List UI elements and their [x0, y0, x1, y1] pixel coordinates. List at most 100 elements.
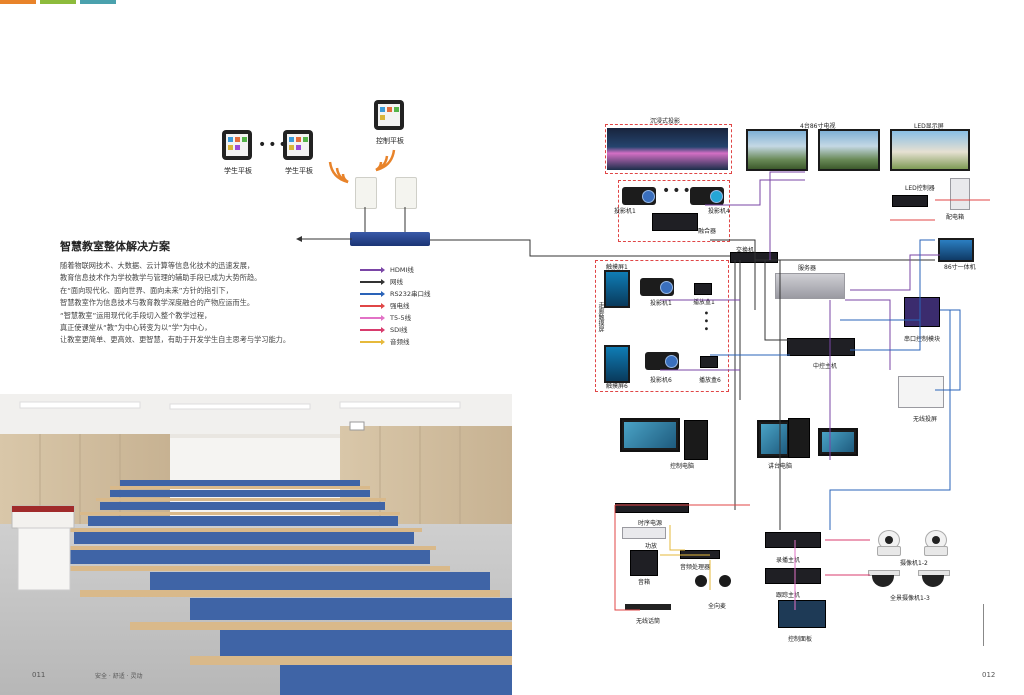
camera-2-image	[921, 530, 949, 556]
tv-1-image	[746, 129, 808, 171]
student-tablet-2-image	[283, 130, 313, 160]
student-tablet-2-label: 学生平板	[285, 167, 313, 175]
panorama-cam-label: 全景摄像机1-3	[890, 595, 930, 602]
control-pc-monitor	[620, 418, 680, 452]
projector-group	[618, 180, 730, 242]
central-host-image	[787, 338, 855, 356]
projector-1-image	[622, 187, 656, 205]
server-image	[775, 273, 845, 299]
article-title: 智慧教室整体解决方案	[60, 240, 170, 253]
projector-4-image	[690, 187, 724, 205]
control-panel-image	[778, 600, 826, 628]
serial-module-label: 串口控制模块	[904, 336, 941, 343]
legend-row-t5: T5-5线	[360, 312, 480, 322]
speaker-label: 音箱	[638, 579, 651, 586]
fusion-image	[652, 213, 698, 231]
control-tablet-image	[374, 100, 404, 130]
wireless-ap-1-image	[355, 177, 377, 209]
touch-screen-6-image	[604, 345, 630, 383]
wireless-ap-2-image	[395, 177, 417, 209]
power-box-label: 配电箱	[946, 214, 965, 221]
wireless-mic-label: 无线话筒	[636, 618, 661, 625]
legend-row-power: 强电线	[360, 300, 480, 310]
touch-screen-6-label: 触摸屏6	[606, 383, 628, 390]
touch-screen-1-image	[604, 270, 630, 308]
central-host-label: 中控主机	[813, 363, 838, 370]
left-page-number: 011	[32, 671, 46, 679]
wireless-cast-image	[898, 376, 944, 408]
player-box-1-image	[694, 283, 712, 295]
serial-module-image	[904, 297, 940, 327]
amplifier-label: 功放	[645, 543, 658, 550]
article-paragraph: 真正使课堂从“教”为中心转变为以“学”为中心，	[60, 323, 212, 333]
led-controller-label: LED控制器	[905, 185, 935, 192]
header-stripe-orange	[0, 0, 36, 4]
audio-processor-label: 音频处理器	[680, 564, 711, 571]
wifi-waves-right-icon	[375, 149, 396, 172]
led-screen-label: LED显示屏	[914, 123, 944, 130]
switch-image	[730, 252, 778, 263]
lecture-pc-monitor	[757, 420, 791, 458]
projector-4-label: 投影机4	[708, 208, 730, 215]
poe-router-image	[350, 232, 430, 246]
touch-screen-1-label: 触摸屏1	[606, 264, 628, 271]
camera-1-image	[874, 530, 902, 556]
omni-mic-image-2	[719, 575, 731, 587]
timing-power-label: 时序电源	[638, 520, 663, 527]
player-box-1-label: 播放盒1	[693, 299, 715, 306]
article-paragraph: 随着物联网技术、大数据、云计算等信息化技术的迅速发展，	[60, 261, 255, 270]
article-paragraph: “智慧教室”运用现代化手段切入整个教学过程，	[60, 310, 212, 320]
tracking-host-image	[765, 568, 821, 584]
router-to-switch-link	[430, 239, 740, 257]
tracking-host-label: 跟踪主机	[776, 592, 801, 599]
projector-a-label: 投影机1	[650, 300, 672, 307]
led-screen-image	[890, 129, 970, 171]
omni-mic-label: 全向麦	[708, 603, 727, 610]
panorama-cam-2-image	[918, 570, 950, 588]
power-box-image	[950, 178, 970, 210]
projector-ellipsis: •••	[662, 183, 693, 199]
recording-host-label: 录播主机	[776, 557, 801, 564]
amplifier-image	[622, 527, 666, 539]
projector-b-image	[645, 352, 679, 370]
player-box-6-image	[700, 356, 718, 368]
legend-row-network: 网线	[360, 276, 480, 286]
header-stripe-teal	[80, 0, 116, 4]
touch-ellipsis: •••	[700, 310, 711, 334]
projection-wall-label: 沉浸式投影	[650, 118, 681, 125]
network-connections	[614, 171, 990, 611]
camera-label: 摄像机1-2	[900, 560, 928, 567]
ap-cables	[364, 207, 406, 233]
article-paragraph: 让教室更简单、更高效、更智慧，有助于开发学生自主思考与学习能力。	[60, 335, 291, 345]
omni-mic-image	[695, 575, 707, 587]
student-tablet-1-image	[222, 130, 252, 160]
legend-row-sdi: SDI线	[360, 324, 480, 334]
projector-b-label: 投影机6	[650, 377, 672, 384]
tablet-ellipsis: •••	[258, 137, 289, 153]
wireless-cast-label: 无线投屏	[913, 416, 938, 423]
one-machine-label: 86寸一体机	[944, 264, 976, 271]
right-page-number: 012	[982, 671, 996, 679]
classroom-photo	[0, 394, 512, 695]
right-chapter-mark	[983, 604, 998, 646]
one-machine-image	[938, 238, 974, 262]
header-stripe-green	[40, 0, 76, 4]
student-tablet-1-label: 学生平板	[224, 167, 252, 175]
player-box-6-label: 播放盒6	[699, 377, 721, 384]
legend-row-rs232: RS232串口线	[360, 288, 480, 298]
lecture-pc-monitor-2	[818, 428, 858, 456]
article-body: 随着物联网技术、大数据、云计算等信息化技术的迅速发展， 教育信息技术作为学校教学…	[60, 260, 310, 347]
touch-screen-group	[595, 260, 729, 392]
led-controller-image	[892, 195, 928, 207]
panorama-cam-1-image	[868, 570, 900, 588]
projector-1-label: 投影机1	[614, 208, 636, 215]
left-footer-slogan: 安全 · 舒适 · 灵动	[95, 673, 143, 680]
article-paragraph: 智慧教室作为信息技术与教育教学深度融合的产物应运而生。	[60, 298, 255, 308]
lecture-pc-tower	[788, 418, 810, 458]
fusion-label: 融合器	[698, 228, 717, 235]
article-paragraph: 教育信息技术作为学校教学与管理的辅助手段已成为大势所趋。	[60, 273, 262, 283]
router-link-left	[296, 236, 352, 242]
projection-wall-group	[605, 124, 732, 174]
tv-group-label: 4台86寸电视	[800, 123, 836, 130]
recording-host-image	[765, 532, 821, 548]
